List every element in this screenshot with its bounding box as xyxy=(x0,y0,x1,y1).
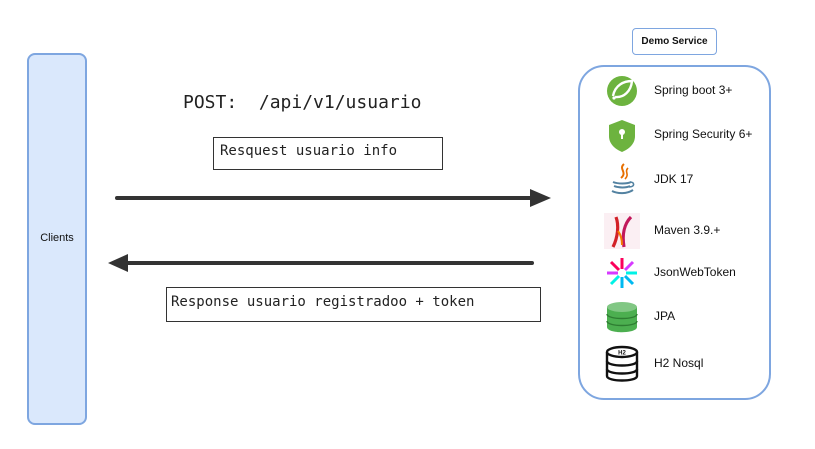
tech-item-jpa: JPA xyxy=(602,297,772,337)
maven-icon xyxy=(604,213,640,249)
tech-label: JDK 17 xyxy=(654,172,694,186)
service-title: Demo Service xyxy=(632,28,717,55)
tech-item-spring-security: Spring Security 6+ xyxy=(602,115,772,155)
tech-item-jwt: JsonWebToken xyxy=(602,253,772,293)
h2-database-icon: H2 xyxy=(605,345,639,382)
tech-label: JPA xyxy=(654,309,676,323)
request-arrow xyxy=(115,189,551,207)
request-note: Resquest usuario info xyxy=(213,137,443,170)
tech-item-jdk: JDK 17 xyxy=(602,160,772,200)
h2-badge: H2 xyxy=(618,351,626,357)
clients-box xyxy=(27,53,87,425)
tech-label: Maven 3.9.+ xyxy=(654,223,721,237)
tech-label: Spring Security 6+ xyxy=(654,127,753,141)
tech-item-maven: Maven 3.9.+ xyxy=(602,211,772,251)
request-endpoint: POST: /api/v1/usuario xyxy=(183,92,422,113)
database-icon xyxy=(606,302,638,333)
tech-item-spring-boot: Spring boot 3+ xyxy=(602,71,772,111)
tech-label: JsonWebToken xyxy=(654,265,736,279)
tech-item-h2: H2 H2 Nosql xyxy=(602,344,772,384)
service-box xyxy=(578,65,771,400)
shield-icon xyxy=(609,120,635,152)
response-note: Response usuario registradoo + token xyxy=(166,287,541,322)
clients-label: Clients xyxy=(40,232,74,244)
tech-label: Spring boot 3+ xyxy=(654,83,733,97)
spring-icon xyxy=(607,76,637,106)
response-arrow xyxy=(108,254,534,272)
java-icon xyxy=(611,163,635,195)
tech-label: H2 Nosql xyxy=(654,356,704,370)
jwt-icon xyxy=(607,258,637,288)
